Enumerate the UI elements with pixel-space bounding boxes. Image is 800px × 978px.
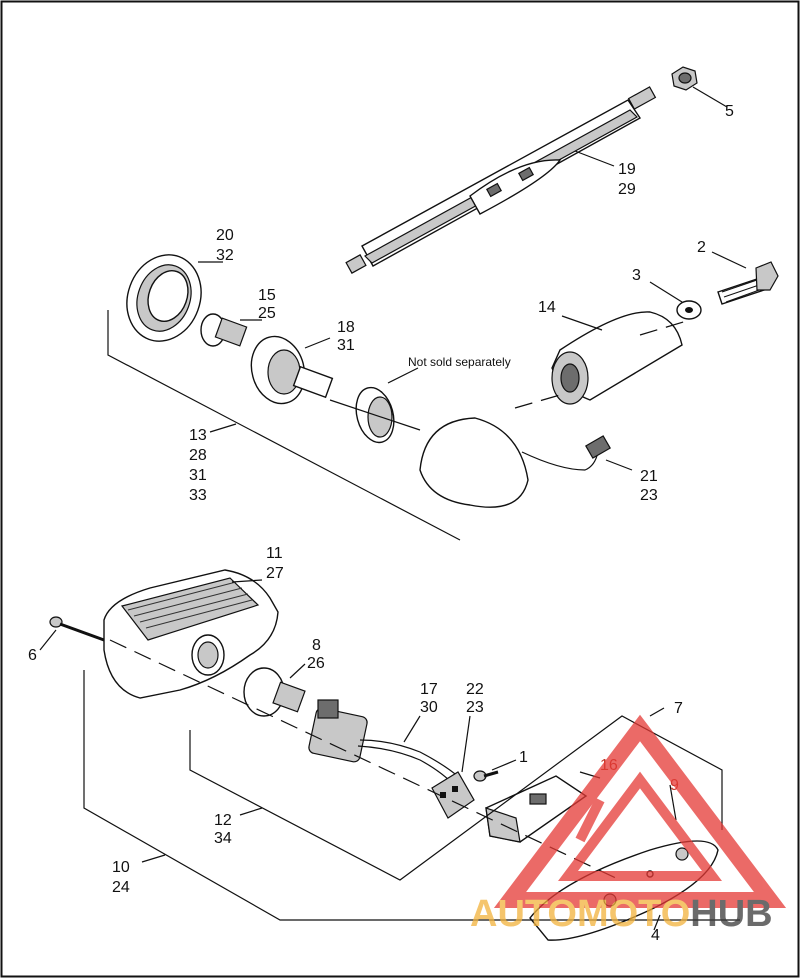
callout-12: 12 xyxy=(214,812,232,829)
callout-33: 33 xyxy=(189,487,207,504)
callout-6: 6 xyxy=(28,647,37,664)
mounting-stud-part xyxy=(345,86,657,274)
callout-17: 17 xyxy=(420,681,438,698)
socket-part xyxy=(250,335,334,405)
callout-25: 25 xyxy=(258,305,276,322)
group-bracket-upper xyxy=(107,310,461,541)
callout-29: 29 xyxy=(618,181,636,198)
washer-part xyxy=(676,300,702,320)
callout-30: 30 xyxy=(420,699,438,716)
callout-20: 20 xyxy=(216,227,234,244)
bulb-large-part xyxy=(243,667,306,717)
callout-10: 10 xyxy=(112,859,130,876)
callout-23: 23 xyxy=(640,487,658,504)
callout-13: 13 xyxy=(189,427,207,444)
tail-socket-part xyxy=(308,699,461,787)
signal-housing-part xyxy=(551,311,683,405)
automotohub-watermark: AUTOMOTOHUB xyxy=(470,714,787,935)
callout-34: 34 xyxy=(214,830,232,847)
group-bracket-7 xyxy=(189,715,723,881)
callout-labels: 5 19 29 2 3 14 20 32 15 25 18 31 Not sol… xyxy=(28,103,734,944)
callout-4: 4 xyxy=(651,927,660,944)
callout-7: 7 xyxy=(674,700,683,717)
callout-27: 27 xyxy=(266,565,284,582)
watermark-auto: AUTO xyxy=(470,893,577,935)
watermark-triangle-logo xyxy=(493,714,787,908)
callout-11: 11 xyxy=(266,545,283,562)
bolt-part xyxy=(717,261,779,305)
callout-22: 22 xyxy=(466,681,484,698)
screw-short-part xyxy=(473,770,499,782)
callout-26: 26 xyxy=(307,655,325,672)
callout-31: 31 xyxy=(337,337,355,354)
callout-5: 5 xyxy=(725,103,734,120)
not-sold-note: Not sold separately xyxy=(408,355,511,369)
callout-3: 3 xyxy=(632,267,641,284)
screw-long-part xyxy=(49,616,105,642)
bulb-small-part xyxy=(200,313,248,347)
callout-14: 14 xyxy=(538,299,556,316)
callout-28: 28 xyxy=(189,447,207,464)
callout-31b: 31 xyxy=(189,467,207,484)
callout-23b: 23 xyxy=(466,699,484,716)
tail-lamp-housing-part xyxy=(103,569,279,699)
lens-ring-part xyxy=(126,254,202,342)
callout-8: 8 xyxy=(312,637,321,654)
nut-part xyxy=(671,66,698,91)
callout-15: 15 xyxy=(258,287,276,304)
callout-18: 18 xyxy=(337,319,355,336)
callout-2: 2 xyxy=(697,239,706,256)
callout-32: 32 xyxy=(216,247,234,264)
callout-19: 19 xyxy=(618,161,636,178)
callout-21: 21 xyxy=(640,468,658,485)
watermark-hub: HUB xyxy=(690,893,772,935)
callout-24: 24 xyxy=(112,879,130,896)
signal-body-part xyxy=(329,399,611,508)
callout-1: 1 xyxy=(519,749,528,766)
group-bracket-10 xyxy=(83,670,740,921)
watermark-text: AUTOMOTOHUB xyxy=(470,893,773,935)
watermark-moto: MOTO xyxy=(577,893,690,935)
